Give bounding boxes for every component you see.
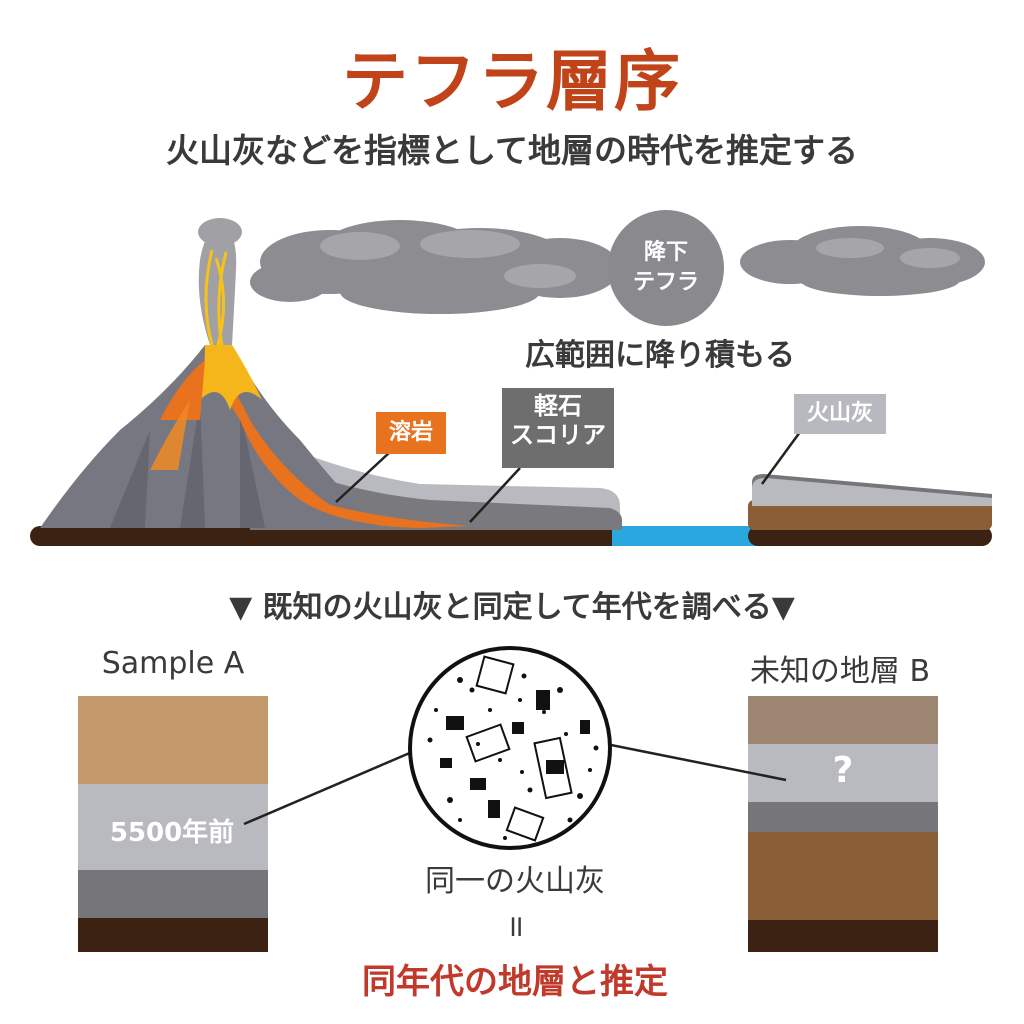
unknown-marker: ? <box>832 750 854 791</box>
sample-a-age: 5500年前 <box>109 818 235 848</box>
spread-text: 広範囲に降り積もる <box>525 338 795 373</box>
sample-a-layer-gray <box>78 870 268 918</box>
sample-a-layer-base <box>78 918 268 952</box>
ash-label: 火山灰 <box>794 394 886 434</box>
unknown-b-label: 未知の地層 B <box>749 654 931 689</box>
equals-sign: ॥ <box>506 909 524 944</box>
fall-tephra-line1: 降下 <box>643 240 688 266</box>
unknown-b-layer-base <box>748 920 938 952</box>
ground-right <box>748 526 992 546</box>
right-ash-layer <box>752 478 992 506</box>
section-heading: ▼ 既知の火山灰と同定して年代を調べる▼ <box>229 590 795 625</box>
sample-a-layer-ash <box>78 784 268 870</box>
pumice-scoria-label: 軽石 スコリア <box>502 388 614 468</box>
fall-tephra-badge: 降下 テフラ <box>608 210 724 326</box>
unknown-b-layer-top <box>748 696 938 744</box>
unknown-b-layer-ash <box>748 744 938 802</box>
water <box>612 526 762 546</box>
pumice-label-line2: スコリア <box>510 420 606 449</box>
sample-a-layer-top <box>78 696 268 784</box>
lava-flow <box>205 348 470 528</box>
pumice-label-line1: 軽石 <box>534 392 582 420</box>
unknown-b-layer-gray <box>748 802 938 832</box>
fall-tephra-line2: テフラ <box>632 270 699 295</box>
page-title: テフラ層序 <box>342 43 682 120</box>
ground-left <box>30 526 622 546</box>
unknown-b-layer-brown <box>748 832 938 920</box>
right-brown-layer <box>748 500 992 530</box>
microscope-view-icon <box>408 646 612 850</box>
lava-label: 溶岩 <box>376 412 446 454</box>
sample-a-label: Sample A <box>101 646 245 681</box>
page-subtitle: 火山灰などを指標として地層の時代を推定する <box>165 131 858 170</box>
same-ash-text: 同一の火山灰 <box>425 864 605 899</box>
conclusion-text: 同年代の地層と推定 <box>362 962 668 1002</box>
